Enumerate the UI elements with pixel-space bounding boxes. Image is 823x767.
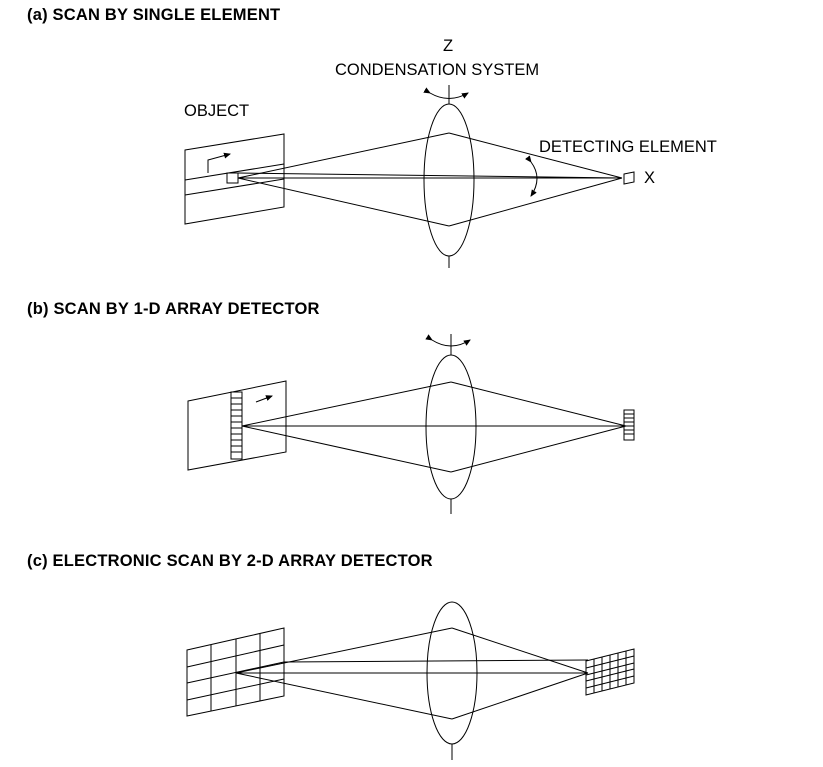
ray-lower-in-b (241, 425, 452, 473)
ray-object-top-c (283, 659, 589, 663)
panel-b-diagram (187, 334, 635, 514)
scan-direction-arrow-a (207, 152, 231, 173)
panel-c-diagram (186, 601, 635, 760)
object-element (226, 172, 239, 184)
ray-lower-in-c (235, 672, 453, 720)
panel-a-heading: (a) SCAN BY SINGLE ELEMENT (27, 6, 281, 24)
x-rotation-arrow-a (525, 155, 538, 197)
scan-strip-bottom (184, 178, 285, 196)
ray-lower-out-b (450, 425, 627, 473)
ray-cross-a1 (237, 172, 623, 179)
scan-strip-top (184, 163, 285, 181)
area-array-grid (585, 651, 635, 693)
panel-a-diagram (184, 85, 635, 268)
panel-b-heading: (b) SCAN BY 1-D ARRAY DETECTOR (27, 300, 320, 318)
ray-lower-out-c (451, 672, 589, 720)
ray-upper-out-c (451, 627, 589, 674)
detecting-element-label: DETECTING ELEMENT (539, 138, 717, 156)
scan-direction-arrow-b (255, 395, 273, 403)
object-label: OBJECT (184, 102, 250, 120)
z-rotation-arrow-a (423, 87, 469, 99)
object-plane-b (187, 380, 287, 471)
object-array-ticks (231, 397, 242, 453)
linear-array-detector (623, 409, 635, 441)
object-array-strip (230, 391, 243, 460)
ray-upper-in-b (241, 381, 452, 427)
z-axis-label: Z (443, 37, 454, 55)
condensation-lens-a (423, 103, 475, 257)
object-grid-c (186, 627, 285, 717)
ray-upper-out-b (450, 381, 627, 427)
object-plane-a (184, 133, 285, 225)
ray-upper-in-c (235, 627, 453, 674)
ray-upper-in-a (237, 132, 450, 179)
x-axis-label: X (644, 169, 656, 187)
condensation-system-label: CONDENSATION SYSTEM (335, 61, 540, 79)
detecting-element (623, 171, 635, 185)
linear-array-ticks (624, 413, 634, 435)
ray-lower-in-a (237, 177, 450, 227)
ray-lower-out-a (448, 177, 623, 227)
panel-c-heading: (c) ELECTRONIC SCAN BY 2-D ARRAY DETECTO… (27, 552, 433, 570)
z-rotation-arrow-b (425, 334, 471, 347)
condensation-lens-b (425, 354, 477, 500)
